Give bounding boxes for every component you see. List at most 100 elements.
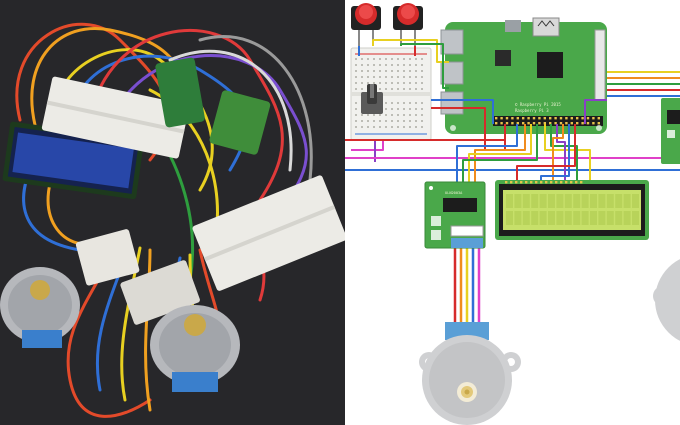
detail-dot <box>361 82 363 84</box>
detail-dot <box>409 88 411 90</box>
detail-dot <box>511 117 514 120</box>
detail-dot <box>415 58 417 60</box>
detail-dot <box>391 126 393 128</box>
detail-dot <box>397 58 399 60</box>
detail-dot <box>385 114 387 116</box>
detail-dot <box>527 122 530 125</box>
detail-dot <box>397 64 399 66</box>
detail-dot <box>565 122 568 125</box>
detail-dot <box>510 181 513 184</box>
detail-dot <box>559 117 563 120</box>
detail-dot <box>385 120 387 122</box>
detail-dot <box>421 58 423 60</box>
detail-dot <box>597 117 600 120</box>
detail-dot <box>531 211 539 225</box>
detail-dot <box>573 211 581 225</box>
detail-dot <box>403 102 405 104</box>
detail-dot <box>421 114 423 116</box>
detail-dot <box>355 70 357 72</box>
detail-dot <box>397 108 399 110</box>
detail-dot <box>515 181 518 184</box>
detail-dot <box>532 117 536 120</box>
detail-dot <box>531 194 539 208</box>
detail-dot <box>581 122 584 125</box>
detail-dot <box>506 211 513 225</box>
detail-dot <box>421 64 423 66</box>
detail-dot <box>573 194 581 208</box>
detail-dot <box>565 181 568 184</box>
detail-dot <box>379 64 381 66</box>
stepper-motor-2 <box>653 259 680 341</box>
detail-dot <box>361 70 363 72</box>
detail-dot <box>581 211 589 225</box>
detail-dot <box>355 82 357 84</box>
detail-dot <box>543 117 546 120</box>
detail-dot <box>505 117 509 120</box>
detail-dot <box>548 211 555 225</box>
detail-dot <box>355 108 357 110</box>
detail-dot <box>415 126 417 128</box>
detail-dot <box>550 181 553 184</box>
detail-dot <box>409 114 411 116</box>
detail-dot <box>592 122 595 125</box>
detail-dot <box>514 211 522 225</box>
detail-dot <box>495 117 498 120</box>
detail-dot <box>361 114 363 116</box>
detail-dot <box>556 194 564 208</box>
detail-dot <box>379 76 381 78</box>
detail-dot <box>391 70 393 72</box>
detail-dot <box>543 122 546 125</box>
detail-dot <box>632 194 639 208</box>
push-button-2 <box>393 3 423 46</box>
detail-dot <box>397 76 399 78</box>
detail-dot <box>415 82 417 84</box>
detail-dot <box>355 58 357 60</box>
detail-dot <box>421 70 423 72</box>
detail-dot <box>421 76 423 78</box>
detail-dot <box>581 194 589 208</box>
detail-dot <box>379 88 381 90</box>
detail-dot <box>373 126 375 128</box>
detail-dot <box>409 126 411 128</box>
detail-dot <box>598 194 606 208</box>
detail-dot <box>397 114 399 116</box>
lcd-16x2 <box>495 180 649 240</box>
detail-dot <box>539 211 547 225</box>
driver-chip-label: ULN2003A <box>445 191 463 195</box>
detail-dot <box>391 102 393 104</box>
circuit-photo-drawing <box>0 22 345 418</box>
detail-dot <box>385 88 387 90</box>
detail-dot <box>367 114 369 116</box>
detail-dot <box>373 114 375 116</box>
detail-dot <box>525 181 528 184</box>
detail-dot <box>391 88 393 90</box>
detail-dot <box>391 108 393 110</box>
detail-dot <box>391 120 393 122</box>
detail-dot <box>555 181 558 184</box>
pi-model-label: Raspberry Pi 3 <box>515 108 549 113</box>
detail-dot <box>505 181 508 184</box>
photo-breadboard-top <box>41 76 190 159</box>
detail-dot <box>421 126 423 128</box>
detail-dot <box>564 194 572 208</box>
detail-dot <box>397 70 399 72</box>
detail-dot <box>409 102 411 104</box>
detail-dot <box>495 122 498 125</box>
detail-dot <box>559 122 563 125</box>
detail-dot <box>586 122 590 125</box>
detail-dot <box>355 102 357 104</box>
detail-dot <box>516 117 519 120</box>
detail-dot <box>506 194 513 208</box>
photo-pi-board-1 <box>155 57 205 128</box>
detail-dot <box>586 117 590 120</box>
detail-dot <box>549 122 552 125</box>
detail-dot <box>403 70 405 72</box>
detail-dot <box>373 58 375 60</box>
detail-dot <box>421 82 423 84</box>
detail-dot <box>409 108 411 110</box>
detail-dot <box>415 102 417 104</box>
detail-dot <box>373 82 375 84</box>
detail-dot <box>385 126 387 128</box>
detail-dot <box>379 114 381 116</box>
potentiometer <box>361 84 383 114</box>
